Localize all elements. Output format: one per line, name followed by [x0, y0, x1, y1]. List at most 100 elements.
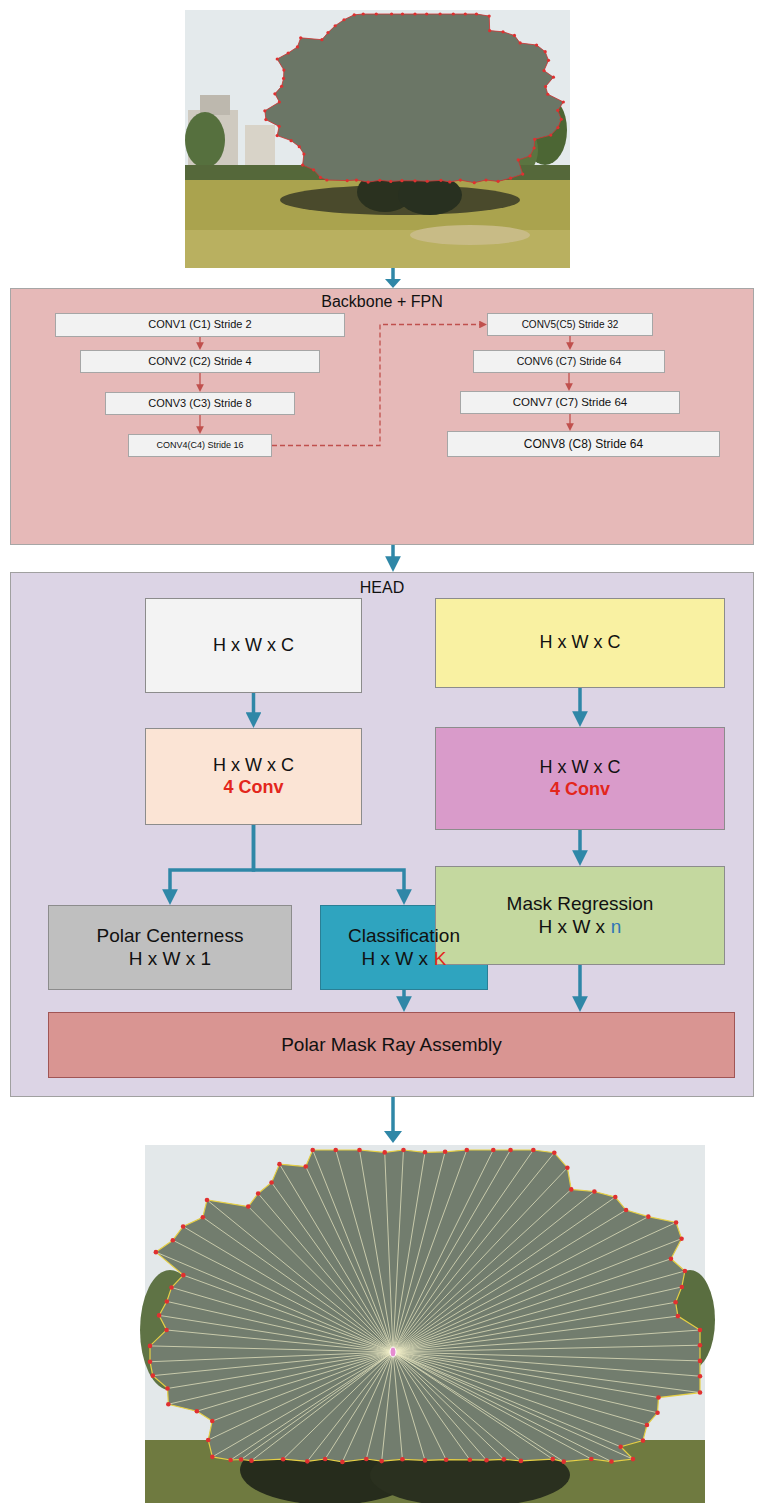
polygon-vertex	[656, 1395, 661, 1400]
polygon-vertex	[592, 1189, 597, 1194]
polygon-vertex	[556, 126, 559, 129]
flow-arrow	[254, 825, 405, 899]
polygon-vertex	[278, 125, 281, 128]
polar-ray	[167, 1330, 393, 1352]
mask-polygon	[265, 14, 564, 183]
box-label: H x W x 1	[129, 948, 211, 971]
polygon-vertex	[673, 1300, 678, 1305]
polygon-vertex	[484, 178, 487, 181]
text-line: CONV4(C4) Stride 16	[156, 440, 243, 451]
input-photo	[185, 10, 570, 268]
polygon-vertex	[488, 14, 491, 17]
polygon-vertex	[613, 1195, 618, 1200]
polar-ray	[393, 1345, 700, 1352]
polar-ray	[393, 1316, 678, 1352]
box-label: CONV7 (C7) Stride 64	[513, 396, 627, 410]
polygon-vertex	[448, 180, 451, 183]
polygon-vertex	[475, 12, 478, 15]
polygon-vertex	[302, 152, 305, 155]
polygon-vertex	[679, 1285, 684, 1290]
conv-layer-box: CONV2 (C2) Stride 4	[80, 350, 320, 373]
text-line: Classification	[348, 925, 460, 948]
box-label: 4 Conv	[550, 779, 610, 801]
polygon-vertex	[326, 31, 329, 34]
polygon-vertex	[468, 1458, 473, 1463]
polygon-vertex	[560, 118, 563, 121]
polygon-vertex	[165, 1299, 170, 1304]
polygon-vertex	[263, 109, 266, 112]
polygon-vertex	[655, 1410, 660, 1415]
conv-layer-box: CONV8 (C8) Stride 64	[447, 431, 720, 457]
polygon-vertex	[287, 51, 290, 54]
polar-ray	[241, 1352, 393, 1460]
text-line: CONV2 (C2) Stride 4	[148, 355, 251, 368]
polar-ray	[393, 1352, 504, 1459]
bush	[370, 1443, 570, 1503]
polygon-vertex	[544, 85, 547, 88]
building	[245, 125, 275, 180]
polygon-vertex	[491, 1148, 496, 1153]
text-line: H x W x C	[213, 755, 294, 777]
polar-ray	[212, 1352, 393, 1457]
flow-arrow	[569, 414, 570, 428]
polygon-vertex	[519, 1459, 524, 1464]
polar-ray	[203, 1217, 393, 1352]
panel-title: HEAD	[360, 578, 404, 597]
polar-ray	[172, 1287, 393, 1352]
polar-ray	[393, 1352, 521, 1461]
polar-ray	[393, 1189, 571, 1352]
polar-ray	[251, 1352, 393, 1461]
flow-arrow	[402, 990, 406, 1006]
polar-ray	[342, 1352, 393, 1462]
polygon-vertex	[413, 179, 416, 182]
polygon-vertex	[390, 12, 393, 15]
polygon-vertex	[278, 100, 281, 103]
polygon-vertex	[269, 1180, 274, 1185]
backbone-panel: Backbone + FPN CONV1 (C1) Stride 2 CONV2 (…	[10, 288, 754, 545]
polar-ray	[336, 1150, 393, 1352]
polygon-vertex	[362, 12, 365, 15]
polar-ray	[393, 1150, 493, 1352]
text-line: 4 Conv	[550, 779, 610, 801]
bush	[357, 172, 413, 212]
text-line: H x W x C	[540, 632, 621, 654]
text-line: Backbone + FPN	[321, 292, 442, 311]
box-label: CONV1 (C1) Stride 2	[148, 318, 251, 331]
polygon-vertex	[282, 77, 285, 80]
polygon-vertex	[565, 1165, 570, 1170]
polar-ray	[393, 1352, 633, 1459]
polar-ray	[393, 1259, 671, 1352]
box-label: CONV4(C4) Stride 16	[156, 440, 243, 451]
box-label: CONV2 (C2) Stride 4	[148, 355, 251, 368]
mass-center	[390, 1347, 396, 1357]
polygon-vertex	[624, 1208, 629, 1213]
polygon-vertex	[679, 1236, 684, 1241]
box-label: CONV3 (C3) Stride 8	[148, 397, 251, 410]
polar-ray	[393, 1150, 511, 1352]
flow-arrow	[578, 830, 582, 860]
polygon-vertex	[426, 180, 429, 183]
box-label: CONV6 (C7) Stride 64	[517, 355, 621, 368]
polygon-vertex	[400, 179, 403, 182]
polygon-vertex	[357, 1148, 362, 1153]
polygon-vertex	[166, 1402, 171, 1407]
polygon-vertex	[502, 1457, 507, 1462]
polygon-vertex	[276, 57, 279, 60]
polygon-vertex	[378, 179, 381, 182]
polygon-vertex	[210, 1419, 215, 1424]
polygon-vertex	[379, 1459, 384, 1464]
text-line: CONV7 (C7) Stride 64	[513, 396, 627, 410]
tree-canopy	[265, 14, 564, 183]
flow-arrow	[272, 325, 484, 446]
polar-ray	[208, 1352, 393, 1440]
polygon-vertex	[165, 1386, 170, 1391]
polygon-vertex	[641, 1438, 646, 1443]
output-photo	[140, 1145, 715, 1503]
polar-ray	[307, 1352, 393, 1461]
polygon-vertex	[299, 36, 302, 39]
polygon-vertex	[533, 146, 536, 149]
bush	[398, 175, 462, 215]
polygon-vertex	[438, 12, 441, 15]
arrow-shaft	[391, 268, 395, 280]
